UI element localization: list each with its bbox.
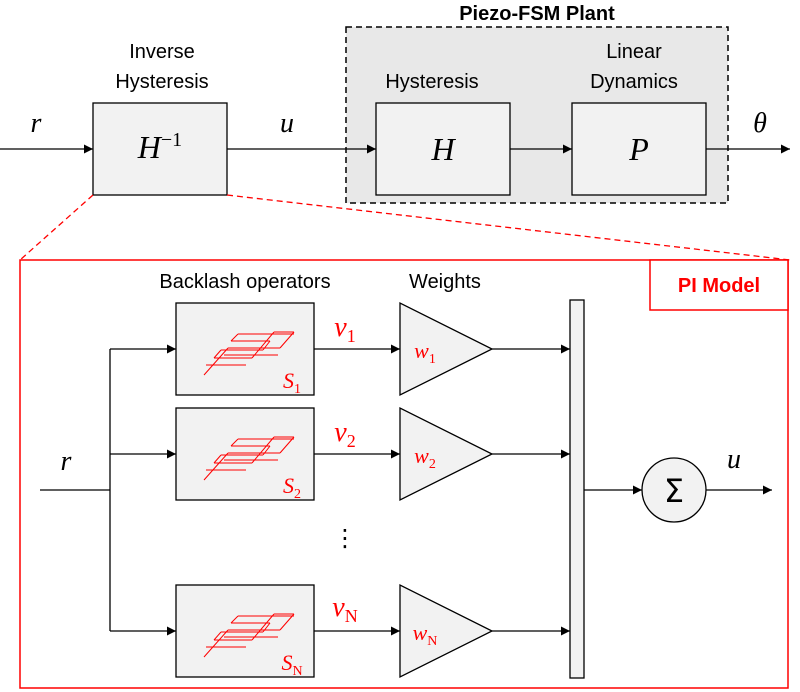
inverse-block-symbol: H−1 [137,129,182,165]
inverse-label-line1: Inverse [129,41,195,63]
zoom-line-left [19,194,94,261]
backlash-operator-sn [175,584,315,678]
pi-model-title-box [649,259,789,311]
hysteresis-block [375,102,511,196]
pi-model-title: PI Model [678,275,760,297]
operator-s1-label: S1 [283,368,301,397]
linear-block-symbol: P [628,131,649,167]
operator-sn-label: SN [281,650,302,679]
rows-ellipsis: ⋮ [333,524,357,552]
hysteresis-label: Hysteresis [385,71,478,93]
pi-input-r: r [61,446,72,477]
signal-vn: vN [332,592,357,626]
weight-w1-label: w1 [414,338,436,367]
top-input-r: r [31,108,42,139]
hysteresis-block-symbol: H [430,131,456,167]
backlash-operator-s1 [175,302,315,396]
pi-output-u: u [727,444,741,475]
top-signal-u: u [280,108,294,139]
pi-row-2: S2 v2 w2 [110,406,570,502]
operator-s2-label: S2 [283,473,301,502]
backlash-operators-header: Backlash operators [159,271,330,293]
signal-v2: v2 [334,417,355,451]
pi-row-n: SN vN wN [110,583,570,679]
inverse-hysteresis-block [92,102,228,196]
pi-row-1: S1 v1 w1 [110,301,570,397]
backlash-operator-s2 [175,407,315,501]
top-labels: Inverse Hysteresis Hysteresis Linear Dyn… [115,41,678,93]
weight-w2-label: w2 [414,443,436,472]
summing-bus-bar [569,299,585,679]
weight-amplifier-wn [399,583,494,679]
pi-model-frame [19,259,789,689]
linear-label-line2: Dynamics [590,71,678,93]
plant-title: Piezo-FSM Plant [459,3,615,25]
weight-amplifier-w1 [399,301,494,397]
weights-header: Weights [409,271,481,293]
inverse-label-line2: Hysteresis [115,71,208,93]
signal-v1: v1 [334,312,355,346]
weight-wn-label: wN [413,620,438,649]
zoom-line-right [226,194,791,261]
top-output-theta: θ [753,108,767,139]
weight-amplifier-w2 [399,406,494,502]
linear-label-line1: Linear [606,41,662,63]
sum-symbol: Σ [664,472,684,510]
